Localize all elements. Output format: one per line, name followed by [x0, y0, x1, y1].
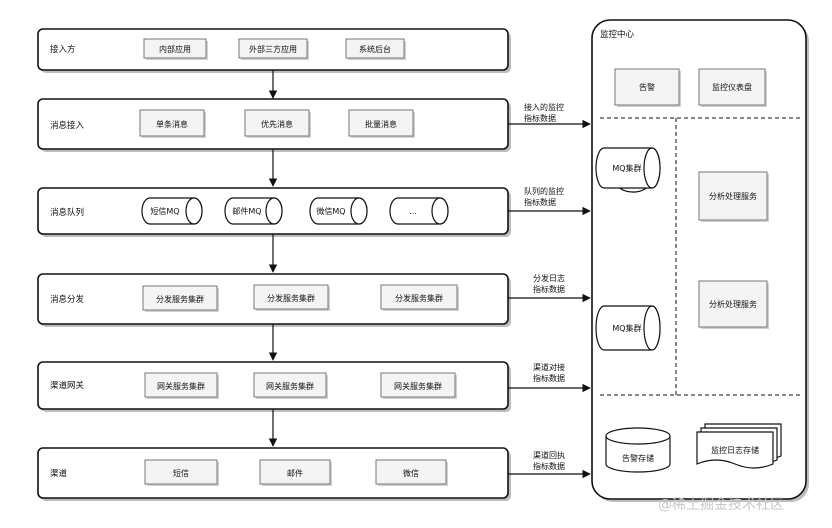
svg-text:短信MQ: 短信MQ — [150, 206, 179, 216]
lane-message-ingest: 消息接入 单条消息 优先消息 批量消息 — [37, 98, 511, 152]
mq-email: 邮件MQ — [224, 197, 283, 225]
monitor-center: 监控中心 告警 监控仪表盘 MQ集群 MQ集群 — [591, 19, 809, 502]
svg-text:分发服务集群: 分发服务集群 — [395, 293, 443, 303]
box-channel-sms: 短信 — [144, 459, 219, 486]
svg-text:微信: 微信 — [403, 468, 419, 478]
svg-text:指标数据: 指标数据 — [533, 373, 565, 383]
lane-message-dispatch: 消息分发 分发服务集群 分发服务集群 分发服务集群 — [37, 273, 511, 327]
box-batch-message: 批量消息 — [348, 109, 415, 138]
lane-title: 接入方 — [50, 44, 76, 55]
svg-text:MQ集群: MQ集群 — [612, 323, 641, 333]
svg-text:短信: 短信 — [173, 468, 189, 478]
svg-text:队列的监控: 队列的监控 — [524, 186, 564, 196]
svg-text:指标数据: 指标数据 — [524, 113, 556, 123]
box-gateway-cluster-1: 网关服务集群 — [144, 372, 219, 399]
svg-text:告警: 告警 — [639, 82, 655, 92]
svg-text:网关服务集群: 网关服务集群 — [157, 381, 205, 391]
box-priority-message: 优先消息 — [244, 109, 311, 138]
svg-text:告警存储: 告警存储 — [622, 453, 654, 463]
svg-text:...: ... — [409, 207, 417, 216]
svg-text:指标数据: 指标数据 — [524, 197, 556, 207]
svg-text:指标数据: 指标数据 — [533, 461, 565, 471]
svg-text:分发服务集群: 分发服务集群 — [156, 294, 204, 304]
box-dispatch-cluster-3: 分发服务集群 — [380, 284, 459, 311]
svg-text:MQ集群: MQ集群 — [612, 163, 641, 173]
svg-text:邮件MQ: 邮件MQ — [232, 206, 261, 216]
lane-title: 渠道 — [50, 468, 68, 479]
monitor-edge-2: 队列的监控 指标数据 — [508, 186, 591, 216]
monitor-edge-4: 渠道对接 指标数据 — [508, 362, 591, 393]
lane-channel: 渠道 短信 邮件 微信 — [37, 447, 511, 501]
svg-text:渠道回执: 渠道回执 — [533, 450, 565, 460]
svg-text:外部三方应用: 外部三方应用 — [249, 44, 297, 54]
lane-title: 消息分发 — [50, 294, 85, 305]
lane-message-queue: 消息队列 短信MQ 邮件MQ 微信MQ ... — [37, 187, 511, 237]
svg-text:分发日志: 分发日志 — [533, 273, 565, 283]
box-analysis-1: 分析处理服务 — [698, 171, 769, 222]
mq-cluster-1: MQ集群 — [595, 147, 661, 193]
svg-text:优先消息: 优先消息 — [261, 119, 293, 129]
svg-text:分析处理服务: 分析处理服务 — [709, 191, 757, 201]
svg-text:网关服务集群: 网关服务集群 — [394, 381, 442, 391]
lane-title: 渠道网关 — [50, 380, 85, 391]
box-internal-app: 内部应用 — [143, 38, 208, 60]
svg-text:邮件: 邮件 — [287, 468, 303, 478]
box-analysis-2: 分析处理服务 — [698, 280, 769, 329]
box-dispatch-cluster-2: 分发服务集群 — [253, 284, 330, 311]
box-channel-email: 邮件 — [259, 459, 332, 486]
box-gateway-cluster-3: 网关服务集群 — [380, 372, 457, 399]
monitor-title: 监控中心 — [600, 29, 635, 40]
box-channel-wechat: 微信 — [375, 459, 448, 486]
svg-text:监控仪表盘: 监控仪表盘 — [712, 82, 752, 92]
mq-sms: 短信MQ — [141, 197, 203, 225]
monitor-edge-5: 渠道回执 指标数据 — [508, 450, 591, 479]
svg-text:单条消息: 单条消息 — [156, 119, 188, 129]
lane-title: 消息队列 — [50, 207, 84, 218]
monitor-edge-1: 接入的监控 指标数据 — [508, 102, 591, 129]
log-storage-docs: 监控日志存储 — [696, 423, 782, 469]
mq-cluster-2: MQ集群 — [595, 305, 661, 351]
alarm-storage-cylinder: 告警存储 — [605, 427, 671, 473]
mq-more: ... — [389, 197, 449, 225]
svg-text:监控日志存储: 监控日志存储 — [711, 445, 759, 455]
box-dashboard: 监控仪表盘 — [698, 68, 767, 107]
lane-channel-gateway: 渠道网关 网关服务集群 网关服务集群 网关服务集群 — [37, 361, 511, 412]
box-single-message: 单条消息 — [139, 109, 206, 138]
svg-text:微信MQ: 微信MQ — [316, 206, 345, 216]
svg-text:网关服务集群: 网关服务集群 — [266, 381, 314, 391]
mq-wechat: 微信MQ — [309, 197, 368, 225]
box-alarm: 告警 — [614, 68, 681, 107]
box-gateway-cluster-2: 网关服务集群 — [253, 372, 328, 399]
svg-text:内部应用: 内部应用 — [159, 44, 191, 54]
svg-text:指标数据: 指标数据 — [533, 284, 565, 294]
lane-access-party: 接入方 内部应用 外部三方应用 系统后台 — [37, 28, 511, 73]
svg-text:批量消息: 批量消息 — [365, 119, 397, 129]
svg-text:分发服务集群: 分发服务集群 — [267, 293, 315, 303]
box-external-app: 外部三方应用 — [238, 38, 309, 60]
monitor-edge-3: 分发日志 指标数据 — [508, 273, 591, 303]
lane-title: 消息接入 — [50, 120, 85, 131]
svg-text:分析处理服务: 分析处理服务 — [709, 299, 757, 309]
box-admin-backend: 系统后台 — [345, 38, 406, 60]
svg-text:渠道对接: 渠道对接 — [533, 362, 565, 372]
box-dispatch-cluster-1: 分发服务集群 — [142, 285, 219, 312]
watermark: @稀土掘金技术社区 — [658, 497, 784, 513]
svg-text:系统后台: 系统后台 — [359, 44, 391, 54]
svg-text:接入的监控: 接入的监控 — [524, 102, 564, 112]
